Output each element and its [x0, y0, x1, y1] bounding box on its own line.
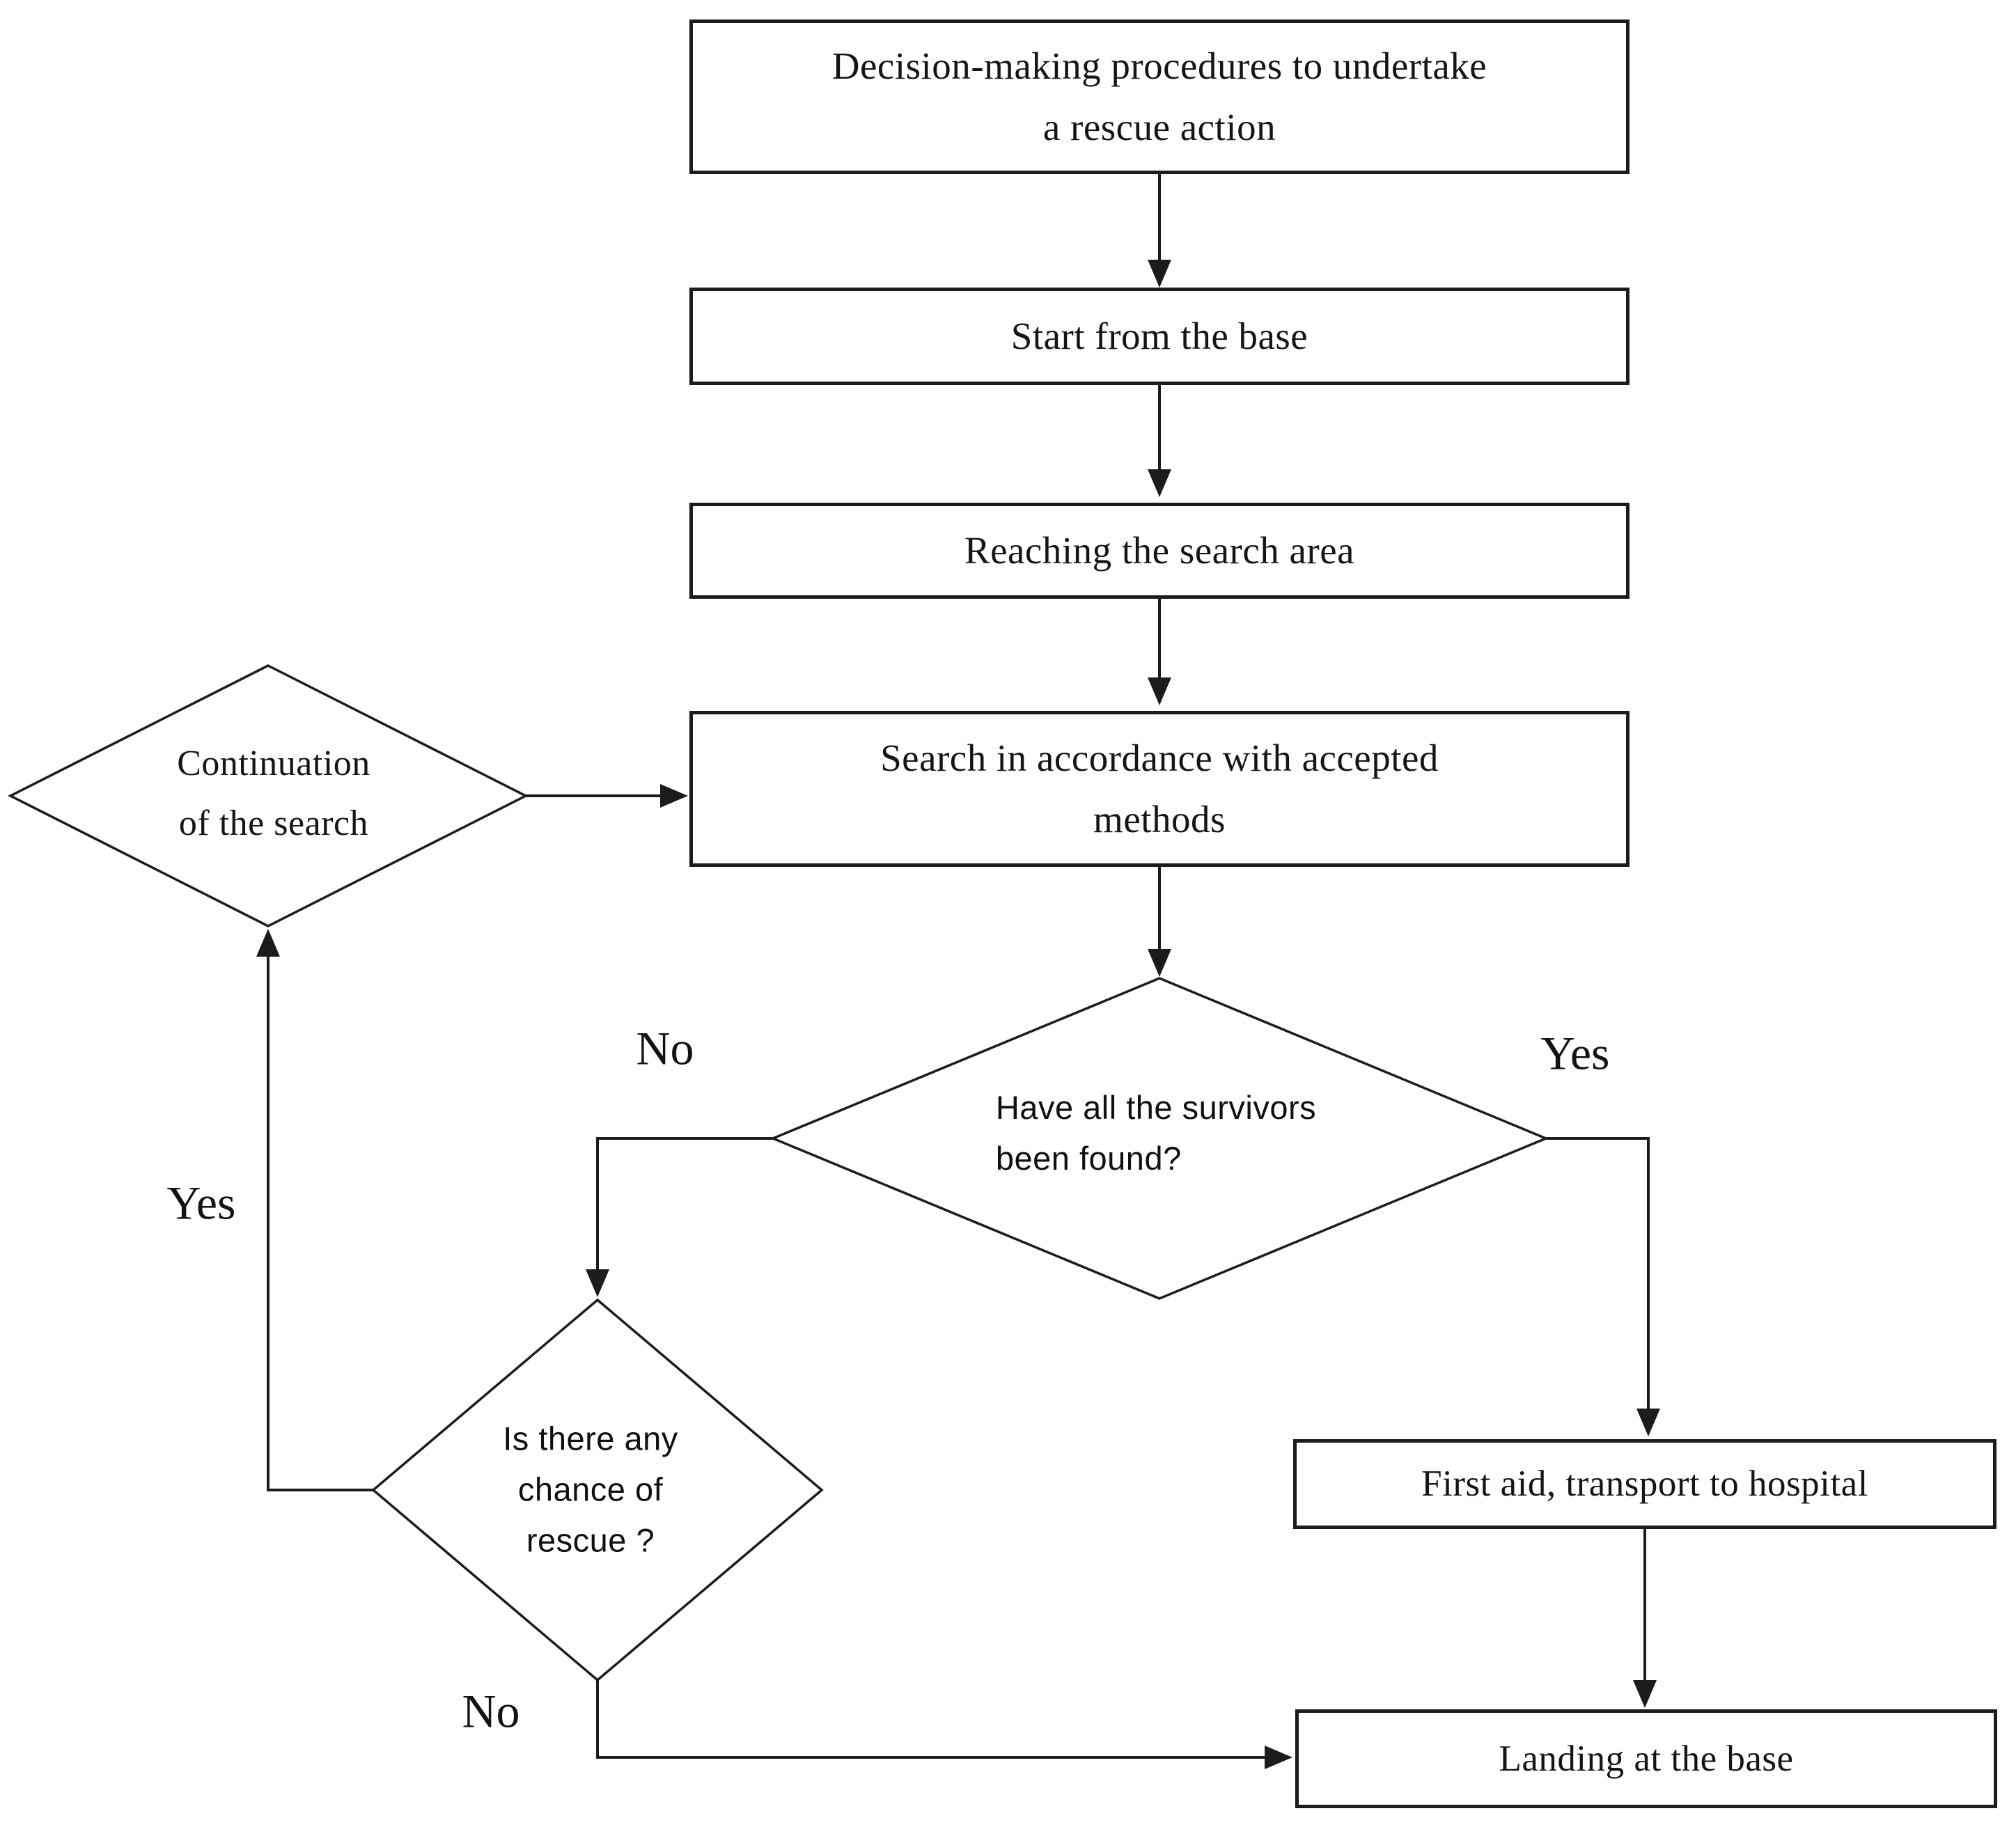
node-survivors-line1: Have all the survivors: [995, 1089, 1317, 1127]
node-landing-text: Landing at the base: [1499, 1738, 1794, 1779]
node-firstaid-text: First aid, transport to hospital: [1421, 1464, 1868, 1505]
label-no-survivors: No: [636, 1021, 694, 1075]
node-reaching-text: Reaching the search area: [964, 529, 1355, 572]
node-firstaid: First aid, transport to hospital: [1293, 1439, 1997, 1529]
label-no-rescue: No: [462, 1684, 520, 1738]
node-start: Start from the base: [689, 288, 1630, 385]
connector-survivors-yes-branch: [1546, 1137, 1650, 1431]
node-start-text: Start from the base: [1010, 315, 1308, 357]
connector-rescue-no-branch: [596, 1680, 1287, 1759]
arrowhead-into-landing-top: [1633, 1680, 1657, 1708]
node-rescue-line3: rescue ?: [526, 1521, 655, 1559]
node-landing: Landing at the base: [1295, 1709, 1997, 1808]
label-yes-survivors: Yes: [1540, 1026, 1610, 1080]
node-continuation: Continuation of the search: [177, 734, 370, 854]
node-search-line2: methods: [1093, 798, 1226, 840]
node-rescue-line1: Is there any: [503, 1420, 678, 1457]
survivors-diamond-shape: [769, 977, 1549, 1300]
node-survivors-line2: been found?: [995, 1140, 1182, 1177]
node-rescue-line2: chance of: [517, 1471, 664, 1508]
node-survivors: Have all the survivors been found?: [996, 1083, 1316, 1184]
rescue-diamond-shape: [371, 1298, 824, 1682]
arrowhead-into-search-left: [660, 784, 688, 808]
node-search: Search in accordance with accepted metho…: [689, 711, 1630, 867]
arrowhead-into-continuation: [256, 929, 280, 957]
connector-survivors-no-branch: [596, 1137, 773, 1292]
arrowhead-into-rescue: [586, 1269, 609, 1297]
arrowhead-into-search-top: [1148, 677, 1171, 705]
node-continuation-line1: Continuation: [177, 744, 370, 784]
node-continuation-line2: of the search: [178, 803, 369, 843]
arrowhead-into-landing-left: [1265, 1746, 1292, 1769]
node-title: Decision-making procedures to undertake …: [689, 19, 1630, 174]
node-rescue: Is there any chance of rescue ?: [503, 1414, 678, 1567]
arrowhead-into-firstaid: [1636, 1409, 1660, 1436]
node-title-line2: a rescue action: [1042, 106, 1276, 148]
arrowhead-into-survivors: [1148, 949, 1171, 977]
arrowhead-into-start: [1148, 260, 1171, 288]
arrowhead-into-reaching: [1148, 469, 1171, 497]
node-title-line1: Decision-making procedures to undertake: [831, 45, 1487, 87]
node-search-line1: Search in accordance with accepted: [880, 737, 1439, 779]
node-reaching: Reaching the search area: [689, 503, 1630, 599]
connector-rescue-yes-branch: [267, 934, 373, 1491]
label-yes-rescue: Yes: [166, 1176, 236, 1230]
continuation-diamond-shape: [8, 664, 529, 927]
